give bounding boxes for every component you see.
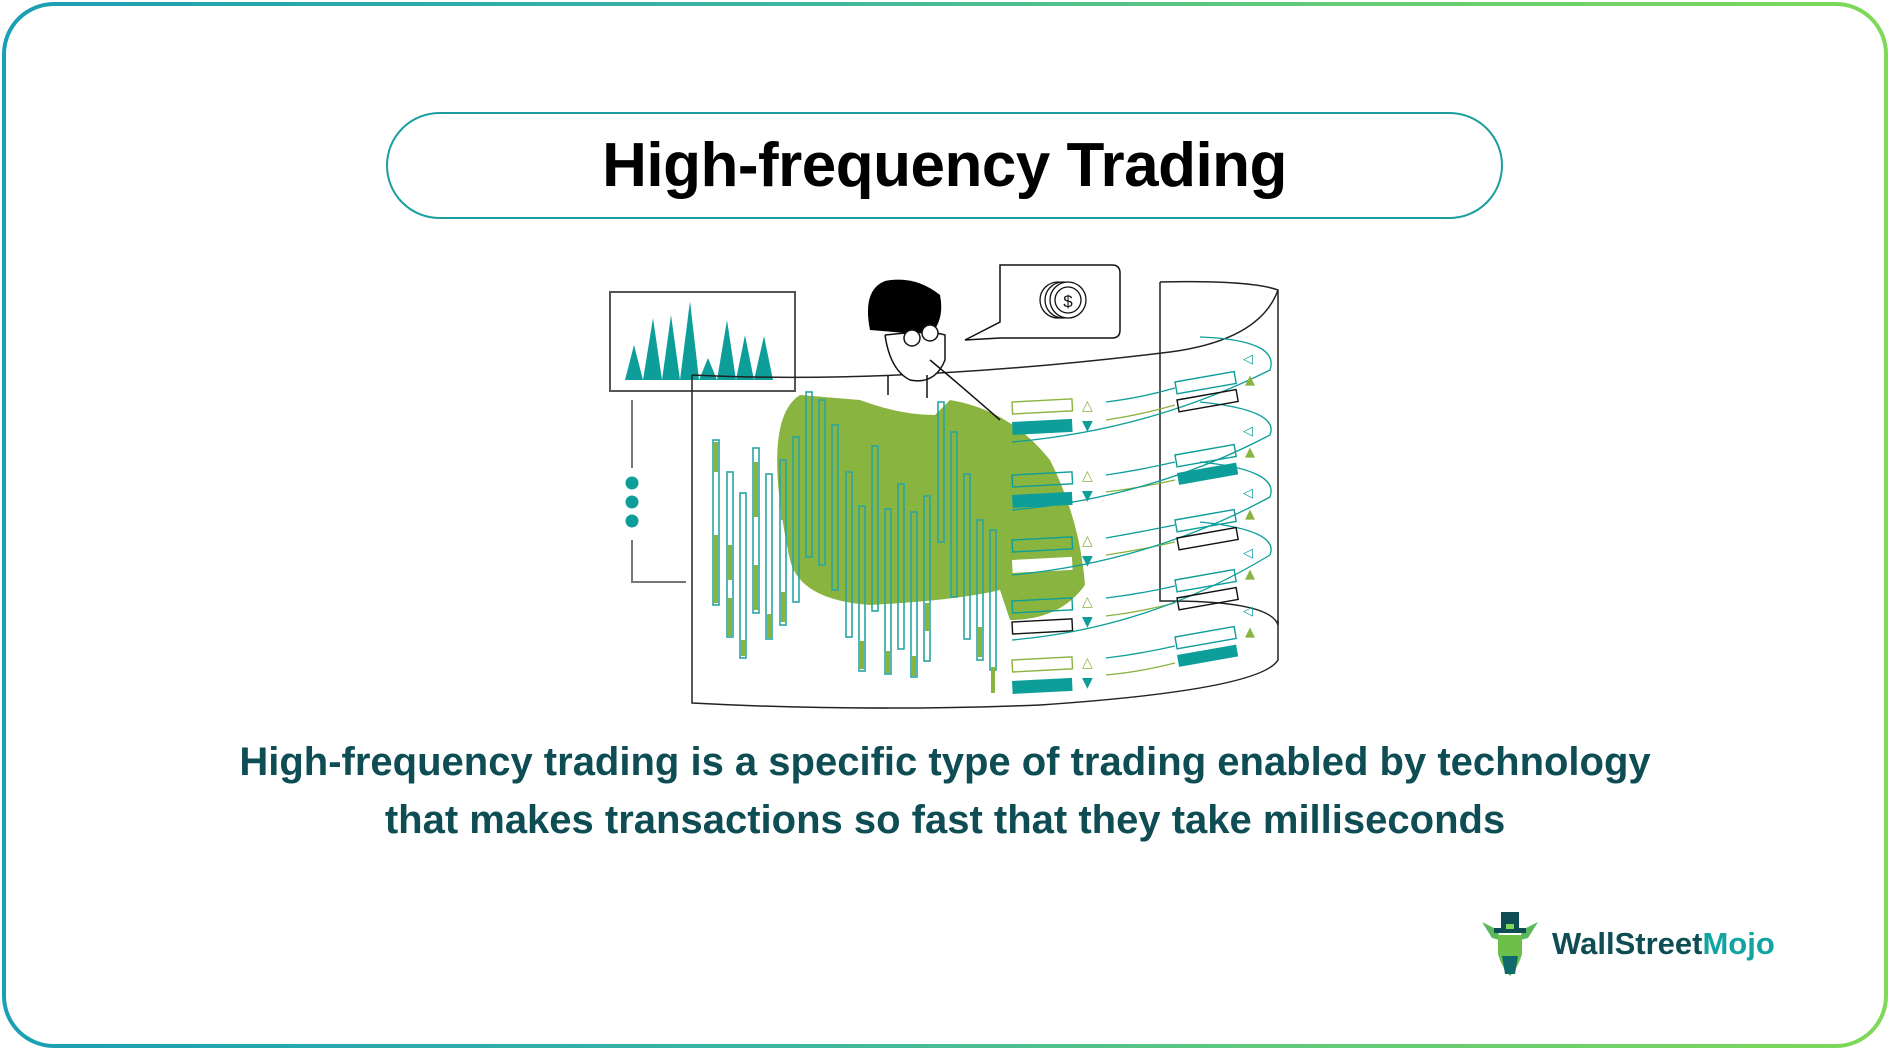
svg-text:◁: ◁: [1243, 424, 1253, 439]
svg-text:△: △: [1082, 398, 1093, 414]
svg-text:◁: ◁: [1243, 546, 1253, 561]
svg-text:△: △: [1082, 533, 1093, 549]
definition-line-1: High-frequency trading is a specific typ…: [239, 740, 1651, 784]
page-title: High-frequency Trading: [602, 131, 1287, 200]
svg-text:△: △: [1082, 594, 1093, 610]
mini-chart-icon: [609, 291, 796, 392]
svg-text:▼: ▼: [1082, 675, 1093, 691]
svg-text:▼: ▼: [1082, 418, 1093, 434]
title-pill: High-frequency Trading: [386, 112, 1503, 219]
svg-text:◁: ◁: [1243, 486, 1253, 501]
svg-text:▼: ▼: [1082, 614, 1093, 630]
trading-illustration: $ △ ▼ △ ▼ △ ▼ △ ▼ △ ▼: [600, 258, 1290, 718]
brand-logo: WallStreetMojo: [1480, 908, 1775, 980]
bull-mascot-icon: [1482, 912, 1538, 976]
svg-text:▲: ▲: [1245, 625, 1255, 640]
definition-text: High-frequency trading is a specific typ…: [0, 733, 1890, 849]
svg-text:▲: ▲: [1245, 507, 1255, 522]
svg-text:△: △: [1082, 468, 1093, 484]
svg-text:▲: ▲: [1245, 445, 1255, 460]
svg-text:$: $: [1063, 292, 1073, 311]
svg-text:◁: ◁: [1243, 604, 1253, 619]
dollar-coin-icon: $: [1039, 281, 1087, 319]
svg-text:▼: ▼: [1082, 553, 1093, 569]
svg-text:◁: ◁: [1243, 352, 1253, 367]
svg-text:▼: ▼: [1082, 488, 1093, 504]
svg-text:▲: ▲: [1245, 373, 1255, 388]
definition-line-2: that makes transactions so fast that the…: [384, 798, 1506, 842]
logo-wordmark: WallStreetMojo: [1552, 926, 1775, 961]
svg-text:▲: ▲: [1245, 567, 1255, 582]
svg-text:△: △: [1082, 655, 1093, 671]
